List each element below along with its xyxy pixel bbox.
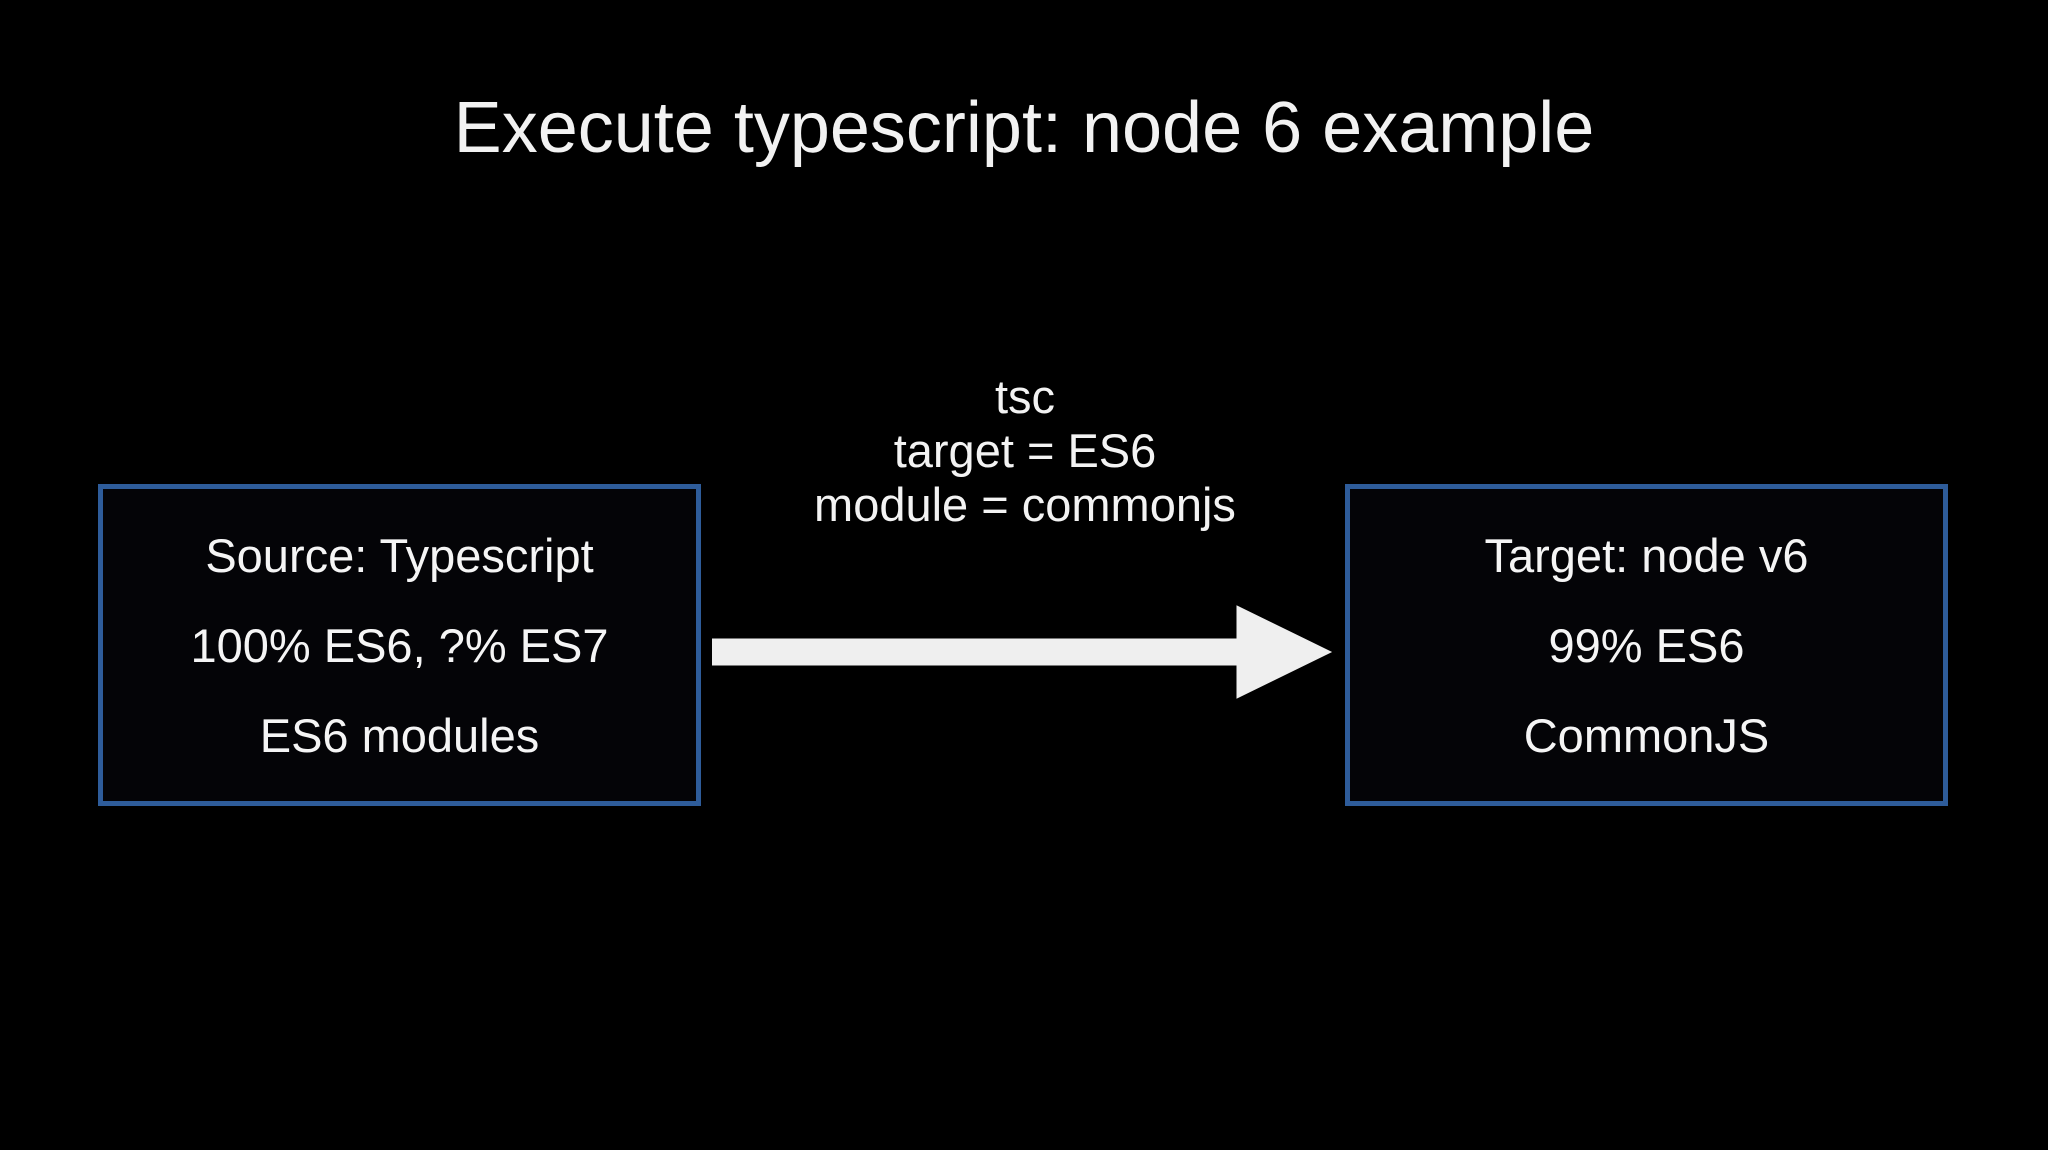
source-box-line-3: ES6 modules — [259, 708, 540, 762]
transform-arrow-label-line-1: tsc — [994, 370, 1056, 423]
target-box-line-1: Target: node v6 — [1484, 528, 1809, 582]
right-arrow-icon — [712, 605, 1333, 699]
target-box: Target: node v6 99% ES6 CommonJS — [1345, 484, 1948, 806]
source-box: Source: Typescript 100% ES6, ?% ES7 ES6 … — [98, 484, 701, 806]
target-box-line-3: CommonJS — [1523, 708, 1770, 762]
source-box-line-2: 100% ES6, ?% ES7 — [190, 618, 609, 672]
target-box-line-2: 99% ES6 — [1548, 618, 1745, 672]
transform-arrow-label-line-3: module = commonjs — [814, 478, 1236, 532]
source-box-line-1: Source: Typescript — [205, 528, 594, 582]
transform-arrow-label: tsc target = ES6 module = commonjs — [700, 370, 1350, 532]
page-title: Execute typescript: node 6 example — [453, 88, 1595, 168]
transform-arrow — [712, 600, 1337, 704]
transform-arrow-label-line-2: target = ES6 — [893, 424, 1157, 478]
